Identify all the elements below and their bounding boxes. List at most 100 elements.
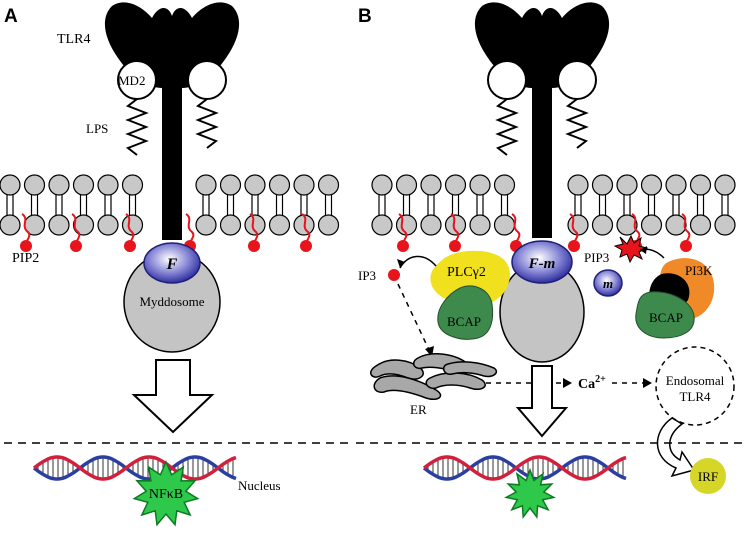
translocation-arrow-a (131, 359, 215, 434)
endosome-circle (655, 346, 735, 426)
lipid-head (219, 174, 242, 196)
lipid-head (48, 174, 70, 196)
tlr4-label: TLR4 (57, 32, 90, 47)
lipid-bilayer (0, 174, 340, 252)
myddosome-label: Myddosome (140, 294, 205, 309)
ip3-to-er-arrow (397, 283, 431, 353)
pip3-label: PIP3 (584, 250, 609, 265)
pip-tail (125, 213, 135, 243)
lipid-head (317, 214, 340, 236)
lipid-head (48, 214, 70, 236)
bcap-right-label: BCAP (649, 310, 683, 325)
pip2-label: PIP2 (12, 251, 39, 266)
nfkb-burst-b (504, 467, 556, 520)
lipid-head (97, 174, 119, 196)
pip-tail (511, 213, 521, 243)
f-molecule (143, 242, 201, 284)
pip-tail (450, 213, 460, 243)
lipid-head (444, 214, 467, 236)
lipid-head (244, 174, 266, 196)
translocation-arrow-b (515, 365, 569, 438)
bcap-left-shape (437, 285, 494, 340)
lipid-head (420, 214, 442, 236)
lipid-head (395, 174, 418, 196)
lipid-head (616, 174, 638, 196)
lipid-head (714, 174, 736, 196)
pip-head (20, 240, 32, 252)
pip-tail (631, 213, 641, 243)
nucleus-label: Nucleus (238, 478, 281, 493)
panel-b-letter: B (358, 6, 372, 27)
pip-head (449, 240, 461, 252)
m-molecule (593, 269, 623, 297)
lipid-head (567, 174, 589, 196)
er-structure (370, 352, 498, 401)
pip-tail (569, 213, 579, 243)
nfkb-burst (132, 460, 200, 527)
tlr4-receptor-b (474, 2, 610, 238)
md2-circle-b-right (557, 60, 597, 100)
pip-head (124, 240, 136, 252)
lipid-head (689, 214, 712, 236)
pi3k-arrow-head (640, 246, 647, 254)
lipid-head (371, 174, 393, 196)
pip-tail (681, 213, 691, 243)
panel-a: A TLR4 MD2 LPS PIP2 Myddosome F NFκ (0, 2, 350, 527)
lipid-head (444, 174, 467, 196)
lps-chain-b-left (495, 98, 519, 156)
lipid-head (395, 214, 418, 236)
lipid-head (244, 214, 266, 236)
panel-b: B F-m m PLCγ2 BCAP PI3K BCAP PIP3 (356, 2, 745, 520)
pi3k-label: PI3K (685, 263, 713, 278)
dna-strand-blue (422, 455, 627, 481)
dna-strand-red (32, 455, 237, 481)
endosome-to-irf-arrow (656, 417, 696, 478)
pip-tail (398, 213, 408, 243)
nfkb-label: NFκB (149, 487, 183, 502)
f-label: F (166, 256, 178, 273)
lipid-head (493, 214, 516, 236)
lipid-head (195, 174, 217, 196)
dna-helix-b (422, 455, 627, 481)
ca-to-endosome-arrow-head (643, 378, 652, 388)
lipid-head (469, 174, 491, 196)
lipid-head (317, 174, 340, 196)
lipid-head (689, 174, 712, 196)
plc-to-ip3-arrow-head (397, 259, 405, 268)
bcap-left-label: BCAP (447, 314, 481, 329)
membrane-a (0, 174, 340, 252)
ip3-label: IP3 (358, 268, 376, 283)
lipid-head (420, 174, 442, 196)
ca-text: Ca (578, 377, 595, 392)
tlr4-receptor (104, 2, 240, 240)
lipid-head (469, 214, 491, 236)
m-label: m (603, 276, 613, 291)
lps-label: LPS (86, 121, 108, 136)
lipid-head (665, 214, 687, 236)
irf-label: IRF (698, 469, 718, 484)
endosomal-label-line1: Endosomal (666, 373, 725, 388)
lipid-head (567, 214, 589, 236)
lipid-head (591, 174, 614, 196)
pip-tail (301, 213, 311, 243)
lipid-head (0, 214, 21, 236)
pip-head (70, 240, 82, 252)
lipid-head (268, 214, 291, 236)
lipid-bilayer-b (371, 174, 736, 252)
lps-chain-b-right (565, 98, 589, 149)
pip3-burst (613, 234, 649, 264)
ca-label: Ca2+ (578, 374, 606, 392)
panel-a-letter: A (4, 6, 18, 27)
lipid-head (591, 214, 614, 236)
lipid-head (195, 214, 217, 236)
lipid-head (0, 174, 21, 196)
lipid-head (371, 214, 393, 236)
pip-head (248, 240, 260, 252)
lipid-head (714, 214, 736, 236)
lipid-head (72, 174, 95, 196)
lipid-head (616, 214, 638, 236)
md2-circle-b-left (487, 60, 527, 100)
irf-circle (690, 458, 726, 494)
pip-tail (71, 213, 81, 243)
lipid-head (640, 174, 663, 196)
